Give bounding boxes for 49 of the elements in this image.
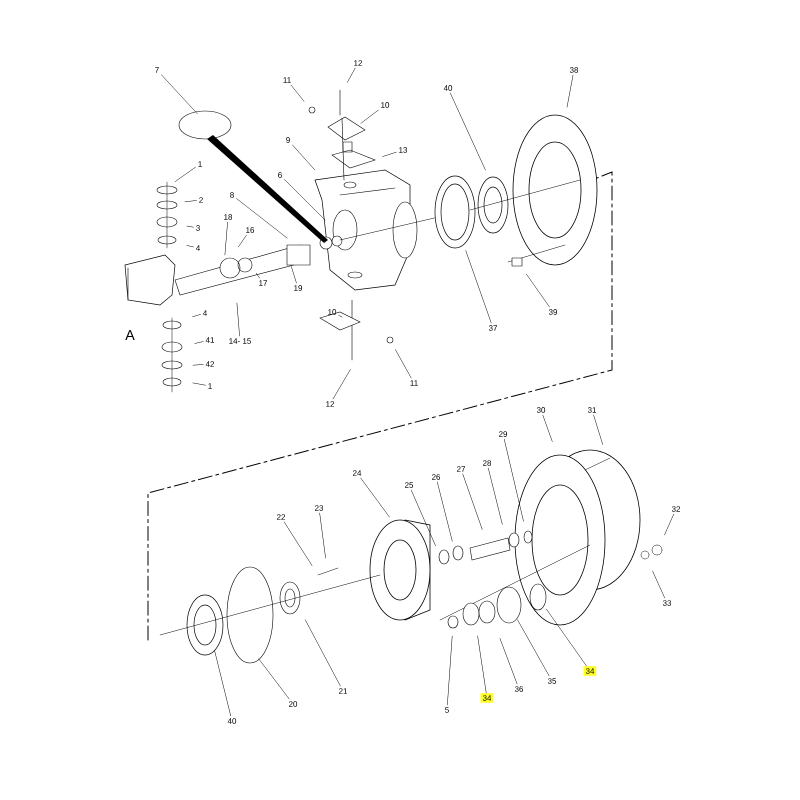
leader-line [161,74,198,114]
leader-line [284,522,312,566]
leader-line [447,636,452,706]
leader-line [338,315,342,318]
leader-line [292,144,315,170]
leader-line [192,314,201,318]
leader-line [526,274,550,308]
leader-line [174,166,196,182]
view-letter: A [125,330,135,340]
leader-line [304,619,341,686]
leader-line [319,512,326,558]
leader-line [186,245,194,248]
leader-line [256,272,260,278]
leader-line [477,636,486,694]
leader-line [450,92,486,170]
leader-line [382,152,397,157]
leader-line [504,438,524,522]
leader-line [542,414,553,442]
leader-line [652,570,665,598]
leader-line [462,474,483,530]
leader-line [284,179,326,220]
leader-line [290,84,304,102]
leader-line [437,482,453,542]
leader-line [500,638,518,684]
leader-line [360,110,379,124]
leader-line [291,266,297,284]
leader-line [192,382,206,386]
leader-line [194,341,204,344]
leader-line [236,302,240,336]
leader-line [546,608,587,666]
leader-line [465,250,492,324]
leader-line [192,364,204,366]
leader-line [184,200,197,202]
leader-line [566,74,574,108]
leader-line [214,650,231,716]
leader-line [395,349,412,378]
leader-line [410,490,436,546]
leader-line [186,226,194,228]
leader-line [664,514,674,536]
leader-line [238,234,247,248]
leader-line [332,369,351,400]
leader-line [360,478,390,518]
leader-line [224,222,228,256]
leader-line [347,68,356,83]
leader-line [488,468,503,525]
leader-line [236,198,288,238]
leader-line [593,414,603,445]
leader-line [517,619,550,676]
leader-line [258,658,290,700]
